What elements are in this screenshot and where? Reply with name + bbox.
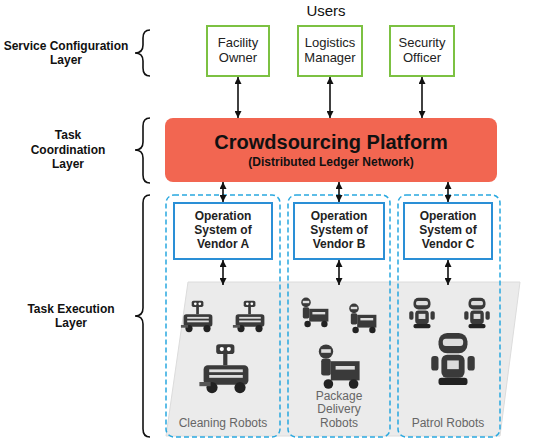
connector-arrow [447, 182, 449, 202]
robot-group: Cleaning Robots [173, 285, 273, 435]
connector-arrow [222, 182, 224, 202]
node-title: Operation System of Vendor A [178, 210, 268, 251]
layer-label: Service Configuration Layer [0, 39, 132, 68]
connector-arrow [421, 77, 423, 118]
layer-label: Task Execution Layer [26, 302, 116, 331]
os-box: Operation System of Vendor C [403, 202, 493, 260]
robot-icon [233, 301, 265, 333]
user-box: Security Officer [389, 25, 455, 77]
connector-arrow [237, 77, 239, 118]
connector-arrow [329, 77, 331, 118]
robot-icon [349, 304, 376, 334]
robot-group: Patrol Robots [403, 285, 493, 435]
node-subtitle: (Distributed Ledger Network) [248, 156, 413, 170]
node-title: Crowdsourcing Platform [214, 131, 447, 154]
connector-arrow [338, 260, 340, 285]
robot-icon [301, 298, 328, 328]
os-box: Operation System of Vendor A [173, 202, 273, 260]
robot-icon [199, 344, 248, 393]
node-title: Cleaning Robots [179, 417, 268, 431]
node-title: Logistics Manager [302, 36, 358, 66]
layer-brace [135, 30, 150, 76]
robot-icon [181, 301, 213, 333]
robot-icon [319, 344, 360, 388]
connector-arrow [222, 260, 224, 285]
node-title: Operation System of Vendor C [408, 210, 488, 251]
node-title: Package Delivery Robots [297, 390, 381, 431]
heading-label: Users [286, 2, 366, 20]
user-box: Facility Owner [206, 25, 270, 77]
vendor-group [166, 195, 280, 437]
platform-band: Crowdsourcing Platform (Distributed Ledge… [165, 118, 497, 182]
node-title: Facility Owner [211, 36, 265, 66]
connector-arrow [338, 182, 340, 202]
layer-label: Task Coordination Layer [18, 128, 118, 171]
user-box: Logistics Manager [297, 25, 363, 77]
robot-icon [409, 298, 435, 329]
layer-brace [135, 118, 150, 183]
robot-icon [464, 298, 490, 329]
robot-icon [431, 333, 475, 385]
robot-group: Package Delivery Robots [293, 285, 385, 435]
vendor-group [398, 195, 500, 437]
layer-brace [135, 195, 150, 437]
vendor-group [288, 195, 390, 437]
node-title: Operation System of Vendor B [298, 210, 380, 251]
ground-plane [166, 282, 520, 436]
node-title: Security Officer [394, 36, 450, 66]
os-box: Operation System of Vendor B [293, 202, 385, 260]
node-title: Patrol Robots [412, 417, 485, 431]
connector-arrow [447, 260, 449, 285]
